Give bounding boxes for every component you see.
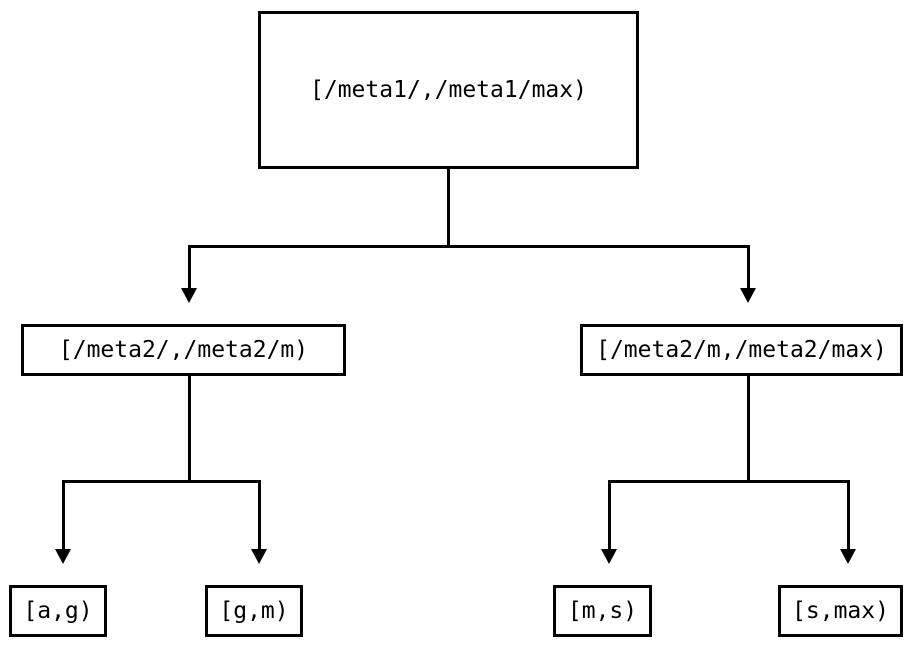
edge-mid-left-to-leaf-gm-drop — [258, 480, 261, 550]
tree-node-mid-left[interactable]: [/meta2/,/meta2/m) — [21, 324, 346, 376]
tree-node-leaf-smax[interactable]: [s,max) — [778, 585, 903, 637]
arrow-mid-left-to-leaf-ag — [55, 549, 71, 564]
tree-node-root-label: [/meta1/,/meta1/max) — [310, 76, 587, 103]
edge-root-stem — [447, 168, 450, 248]
tree-node-mid-right-label: [/meta2/m,/meta2/max) — [596, 336, 887, 363]
tree-node-leaf-ag[interactable]: [a,g) — [9, 585, 107, 637]
edge-root-bus — [188, 245, 750, 248]
edge-mid-right-bus — [608, 480, 850, 483]
tree-node-leaf-smax-label: [s,max) — [792, 597, 889, 624]
edge-mid-right-to-leaf-smax-drop — [847, 480, 850, 550]
tree-node-leaf-gm[interactable]: [g,m) — [205, 585, 303, 637]
arrow-root-to-mid-left — [181, 288, 197, 303]
tree-node-leaf-ms[interactable]: [m,s) — [553, 585, 652, 637]
edge-mid-right-to-leaf-ms-drop — [608, 480, 611, 550]
arrow-root-to-mid-right — [740, 288, 756, 303]
edge-root-to-mid-left-drop — [188, 245, 191, 289]
tree-node-mid-left-label: [/meta2/,/meta2/m) — [58, 336, 309, 363]
tree-node-mid-right[interactable]: [/meta2/m,/meta2/max) — [580, 324, 903, 376]
arrow-mid-left-to-leaf-gm — [251, 549, 267, 564]
tree-node-root[interactable]: [/meta1/,/meta1/max) — [258, 11, 639, 169]
arrow-mid-right-to-leaf-ms — [601, 549, 617, 564]
tree-node-leaf-ms-label: [m,s) — [567, 597, 638, 624]
arrow-mid-right-to-leaf-smax — [840, 549, 856, 564]
edge-root-to-mid-right-drop — [747, 245, 750, 289]
tree-node-leaf-gm-label: [g,m) — [219, 597, 289, 624]
tree-node-leaf-ag-label: [a,g) — [23, 597, 93, 624]
edge-mid-left-bus — [62, 480, 261, 483]
edge-mid-left-stem — [188, 376, 191, 483]
edge-mid-left-to-leaf-ag-drop — [62, 480, 65, 550]
edge-mid-right-stem — [747, 376, 750, 483]
